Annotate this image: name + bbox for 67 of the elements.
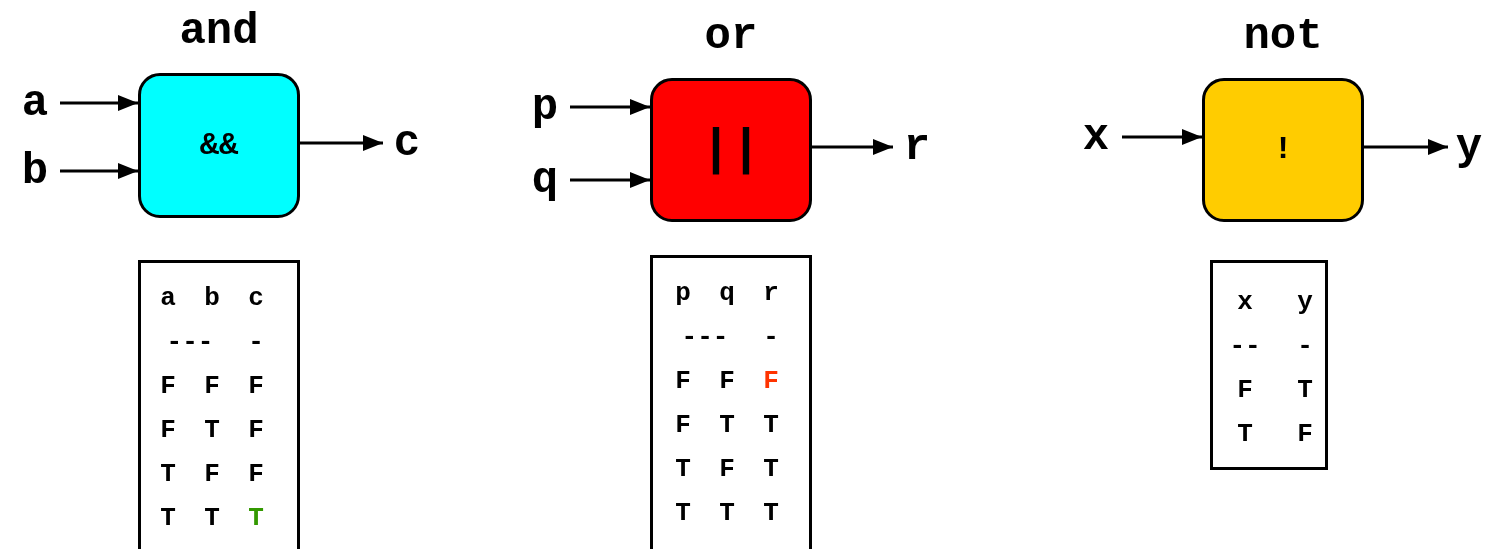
- arrow: [1122, 129, 1202, 145]
- arrow: [570, 99, 650, 115]
- table-cell-text: ---: [166, 326, 214, 359]
- table-cell-text: -: [248, 326, 264, 359]
- table-cell-text: T: [160, 458, 176, 491]
- signal-label: y: [1455, 125, 1483, 169]
- table-cell-text: F: [248, 414, 264, 447]
- operator-symbol: !: [1273, 134, 1293, 166]
- table-cell-text: a: [160, 282, 176, 315]
- table-cell-text: T: [675, 497, 691, 530]
- table-cell-text: T: [248, 502, 264, 535]
- table-cell-text: F: [719, 365, 735, 398]
- table-cell-text: T: [763, 409, 779, 442]
- gate-title: not: [1242, 10, 1324, 62]
- table-cell-text: F: [204, 458, 220, 491]
- table-cell-text: T: [719, 497, 735, 530]
- table-cell-text: c: [248, 282, 264, 315]
- table-cell-text: F: [675, 409, 691, 442]
- gate-title: or: [703, 10, 759, 62]
- signal-label: x: [1082, 115, 1110, 159]
- operator-symbol: ||: [701, 125, 761, 175]
- arrow: [1364, 139, 1448, 155]
- table-cell-text: F: [719, 453, 735, 486]
- table-cell-text: q: [719, 277, 735, 310]
- signal-label: b: [21, 149, 49, 193]
- table-cell-text: F: [763, 365, 779, 398]
- table-cell-text: T: [763, 497, 779, 530]
- signal-label: q: [531, 158, 559, 202]
- table-cell-text: -: [763, 321, 779, 354]
- table-cell-text: F: [248, 458, 264, 491]
- table-cell-text: --: [1229, 330, 1261, 363]
- signal-label: r: [903, 125, 931, 169]
- arrow: [570, 172, 650, 188]
- table-cell-text: T: [1237, 418, 1253, 451]
- signal-label: p: [531, 85, 559, 129]
- signal-label: c: [393, 121, 421, 165]
- table-cell-text: b: [204, 282, 220, 315]
- truth-table: [138, 260, 300, 549]
- arrow: [60, 163, 138, 179]
- table-cell-text: F: [204, 370, 220, 403]
- arrow: [300, 135, 383, 151]
- gate-title: and: [178, 5, 260, 57]
- table-cell-text: T: [675, 453, 691, 486]
- table-cell-text: T: [763, 453, 779, 486]
- table-cell-text: F: [1297, 418, 1313, 451]
- table-cell-text: F: [675, 365, 691, 398]
- signal-label: a: [21, 81, 49, 125]
- truth-table: [650, 255, 812, 549]
- table-cell-text: ---: [681, 321, 729, 354]
- table-cell-text: x: [1237, 286, 1253, 319]
- table-cell-text: p: [675, 277, 691, 310]
- table-cell-text: F: [248, 370, 264, 403]
- table-cell-text: T: [204, 502, 220, 535]
- table-cell-text: F: [160, 370, 176, 403]
- table-cell-text: F: [160, 414, 176, 447]
- table-cell-text: T: [1297, 374, 1313, 407]
- table-cell-text: T: [719, 409, 735, 442]
- table-cell-text: T: [204, 414, 220, 447]
- arrow: [60, 95, 138, 111]
- truth-table: [1210, 260, 1328, 470]
- operator-symbol: &&: [199, 129, 239, 162]
- arrow: [812, 139, 893, 155]
- table-cell-text: T: [160, 502, 176, 535]
- table-cell-text: -: [1297, 330, 1313, 363]
- table-cell-text: r: [763, 277, 779, 310]
- table-cell-text: y: [1297, 286, 1313, 319]
- table-cell-text: F: [1237, 374, 1253, 407]
